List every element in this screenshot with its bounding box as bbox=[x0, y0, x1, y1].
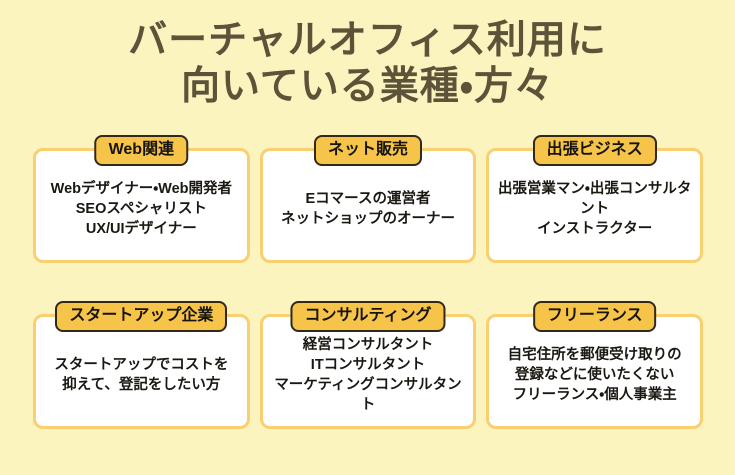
badge-business-trip: 出張ビジネス bbox=[532, 135, 657, 166]
card-startup: スタートアップ企業 スタートアップでコストを 抑えて、登記をしたい方 bbox=[33, 301, 250, 429]
badge-consulting: コンサルティング bbox=[290, 301, 446, 332]
card-consulting: コンサルティング 経営コンサルタント ITコンサルタント マーケティングコンサル… bbox=[259, 301, 477, 429]
card-business-trip: 出張ビジネス 出張営業マン・出張コンサルタント インストラクター bbox=[486, 135, 703, 263]
card-startup-text: スタートアップでコストを 抑えて、登記をしたい方 bbox=[54, 356, 229, 393]
card-online-sales: ネット販売 Eコマースの運営者 ネットショップのオーナー bbox=[259, 135, 477, 263]
card-online-sales-text: Eコマースの運営者 ネットショップのオーナー bbox=[280, 190, 455, 227]
badge-online-sales: ネット販売 bbox=[313, 135, 422, 166]
badge-web-related: Web関連 bbox=[94, 135, 189, 166]
card-business-trip-text: 出張営業マン・出張コンサルタント インストラクター bbox=[497, 180, 692, 237]
badge-freelance: フリーランス bbox=[532, 301, 657, 332]
card-freelance: フリーランス 自宅住所を郵便受け取りの 登録などに使いたくない フリーランス・個… bbox=[486, 301, 703, 429]
card-web-related-text: Webデザイナー・Web開発者 SEOスペシャリスト UX/UIデザイナー bbox=[50, 180, 232, 237]
card-freelance-text: 自宅住所を郵便受け取りの 登録などに使いたくない フリーランス・個人事業主 bbox=[507, 346, 682, 403]
card-consulting-text: 経営コンサルタント ITコンサルタント マーケティングコンサルタント bbox=[274, 336, 462, 413]
badge-startup: スタートアップ企業 bbox=[55, 301, 228, 332]
infographic-page: バーチャルオフィス利用に 向いている業種・方々 Web関連 Webデザイナー・W… bbox=[0, 18, 735, 475]
cards-grid: Web関連 Webデザイナー・Web開発者 SEOスペシャリスト UX/UIデザ… bbox=[33, 135, 703, 429]
card-web-related: Web関連 Webデザイナー・Web開発者 SEOスペシャリスト UX/UIデザ… bbox=[33, 135, 250, 263]
page-title: バーチャルオフィス利用に 向いている業種・方々 bbox=[128, 19, 607, 108]
